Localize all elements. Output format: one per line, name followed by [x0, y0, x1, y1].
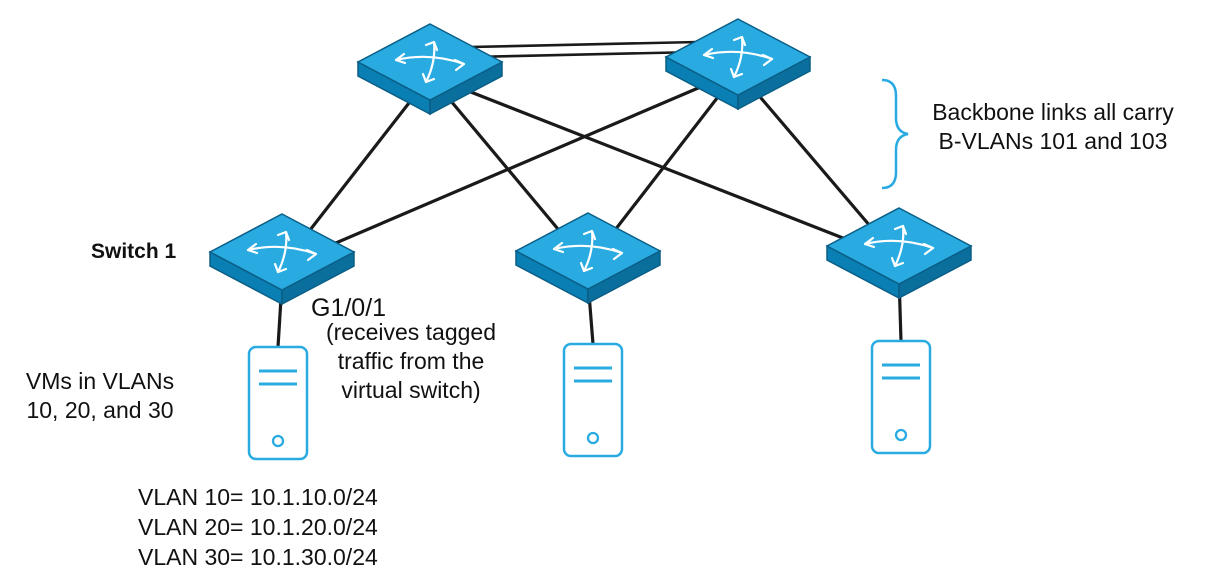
interswitch-link [469, 40, 699, 49]
network-switch-icon [664, 18, 812, 111]
vms-label: VMs in VLANs 10, 20, and 30 [0, 367, 200, 425]
switch1-label: Switch 1 [91, 240, 177, 263]
backbone-link [281, 69, 739, 268]
vlan-subnets: VLAN 10= 10.1.10.0/24 VLAN 20= 10.1.20.0… [138, 482, 378, 572]
backbone-line: Backbone links all carry [932, 99, 1174, 125]
backbone-note: Backbone links all carry B-VLANs 101 and… [908, 98, 1198, 156]
switches-layer [208, 18, 973, 306]
interswitch-link [469, 50, 699, 59]
switch-arrows-icon [394, 40, 466, 84]
network-switch-icon [356, 23, 504, 116]
switch-arrows-icon [702, 35, 774, 79]
port-note-line: (receives tagged [325, 319, 497, 345]
vlan-subnet-line: VLAN 30= 10.1.30.0/24 [138, 544, 378, 570]
network-switch-icon [825, 207, 973, 300]
server-icon [247, 345, 309, 461]
port-note: (receives tagged traffic from the virtua… [306, 318, 516, 405]
servers-layer [247, 339, 932, 461]
right-brace-icon [881, 78, 909, 190]
port-label: G1/0/1 [311, 294, 387, 322]
vms-line: 10, 20, and 30 [26, 397, 174, 423]
server-icon [562, 342, 624, 458]
network-switch-icon [208, 213, 356, 306]
server-icon [870, 339, 932, 455]
switch-arrows-icon [863, 224, 935, 268]
switch-arrows-icon [246, 230, 318, 274]
switch-arrows-icon [552, 229, 624, 273]
network-switch-icon [514, 212, 662, 305]
vms-line: VMs in VLANs [25, 368, 175, 394]
vlan-subnet-line: VLAN 10= 10.1.10.0/24 [138, 484, 378, 510]
backbone-line: B-VLANs 101 and 103 [938, 128, 1168, 154]
port-note-line: traffic from the [337, 348, 485, 374]
port-note-line: virtual switch) [341, 377, 481, 403]
vlan-subnet-line: VLAN 20= 10.1.20.0/24 [138, 514, 378, 540]
